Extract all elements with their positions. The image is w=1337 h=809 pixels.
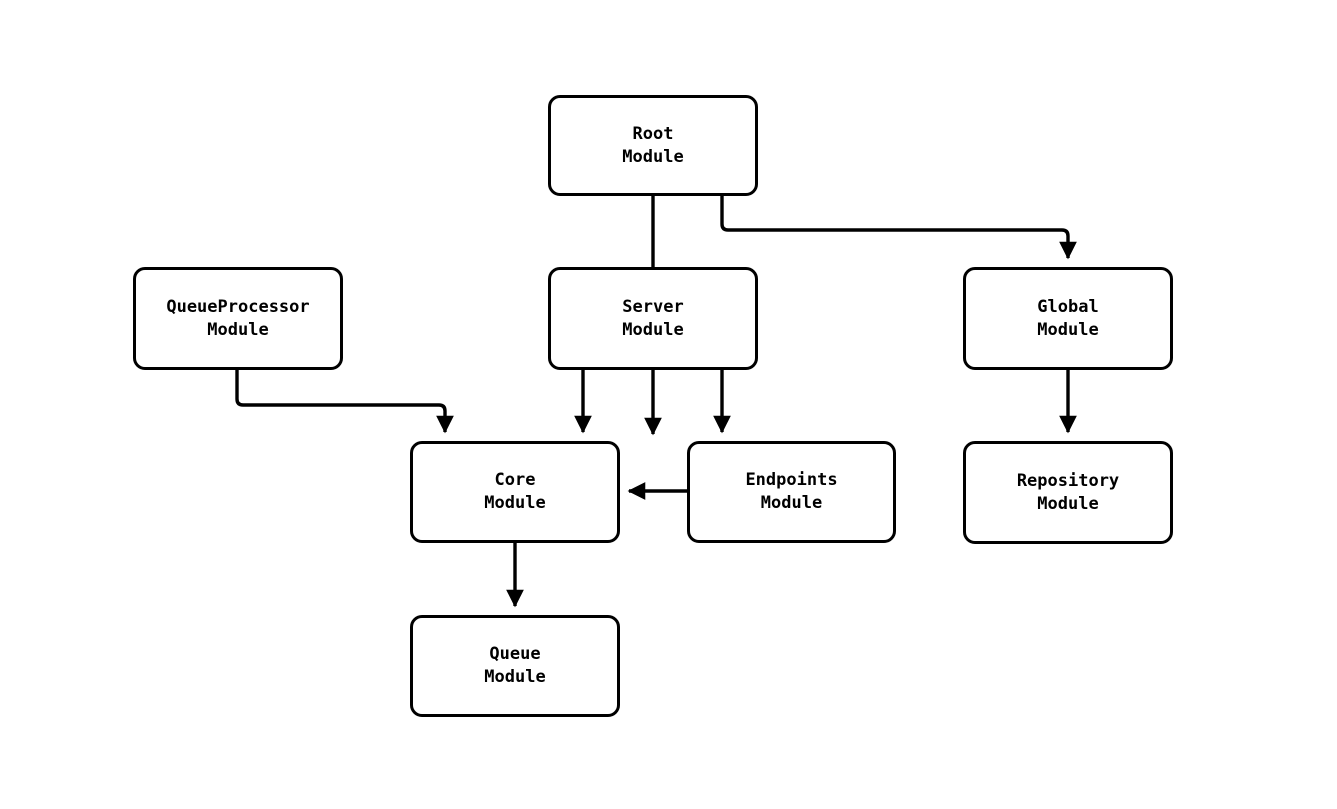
node-queueprocessor-module[interactable]: QueueProcessor Module xyxy=(133,267,343,370)
node-server-module-line1: Server xyxy=(622,296,684,317)
edge-root-to-global xyxy=(720,196,1077,260)
node-queue-module[interactable]: Queue Module xyxy=(410,615,620,717)
node-server-module-line2: Module xyxy=(622,319,684,340)
node-core-module-line1: Core xyxy=(494,470,536,491)
node-queueprocessor-module-line1: QueueProcessor xyxy=(166,296,310,317)
node-core-module-line2: Module xyxy=(484,493,546,513)
node-queue-module-line2: Module xyxy=(484,667,546,687)
node-repository-module-line1: Repository xyxy=(1016,470,1120,491)
node-root-module-line2: Module xyxy=(622,146,684,167)
node-queueprocessor-module-line2: Module xyxy=(207,319,269,340)
node-root-module[interactable]: Root Module xyxy=(548,95,758,196)
node-global-module-line1: Global xyxy=(1037,296,1099,317)
node-endpoints-module[interactable]: Endpoints Module xyxy=(687,441,896,543)
node-repository-module-line2: Module xyxy=(1037,493,1099,514)
node-core-module[interactable]: Core Module xyxy=(410,441,620,543)
node-repository-module[interactable]: Repository Module xyxy=(963,441,1173,544)
node-queue-module-line1: Queue xyxy=(489,644,541,665)
node-root-module-line1: Root xyxy=(632,123,674,144)
node-server-module[interactable]: Server Module xyxy=(548,267,758,370)
edge-queueprocessor-to-core xyxy=(235,370,454,434)
node-global-module-line2: Module xyxy=(1037,319,1099,340)
node-endpoints-module-line2: Module xyxy=(760,493,823,513)
node-global-module[interactable]: Global Module xyxy=(963,267,1173,370)
node-endpoints-module-line1: Endpoints xyxy=(745,470,838,491)
